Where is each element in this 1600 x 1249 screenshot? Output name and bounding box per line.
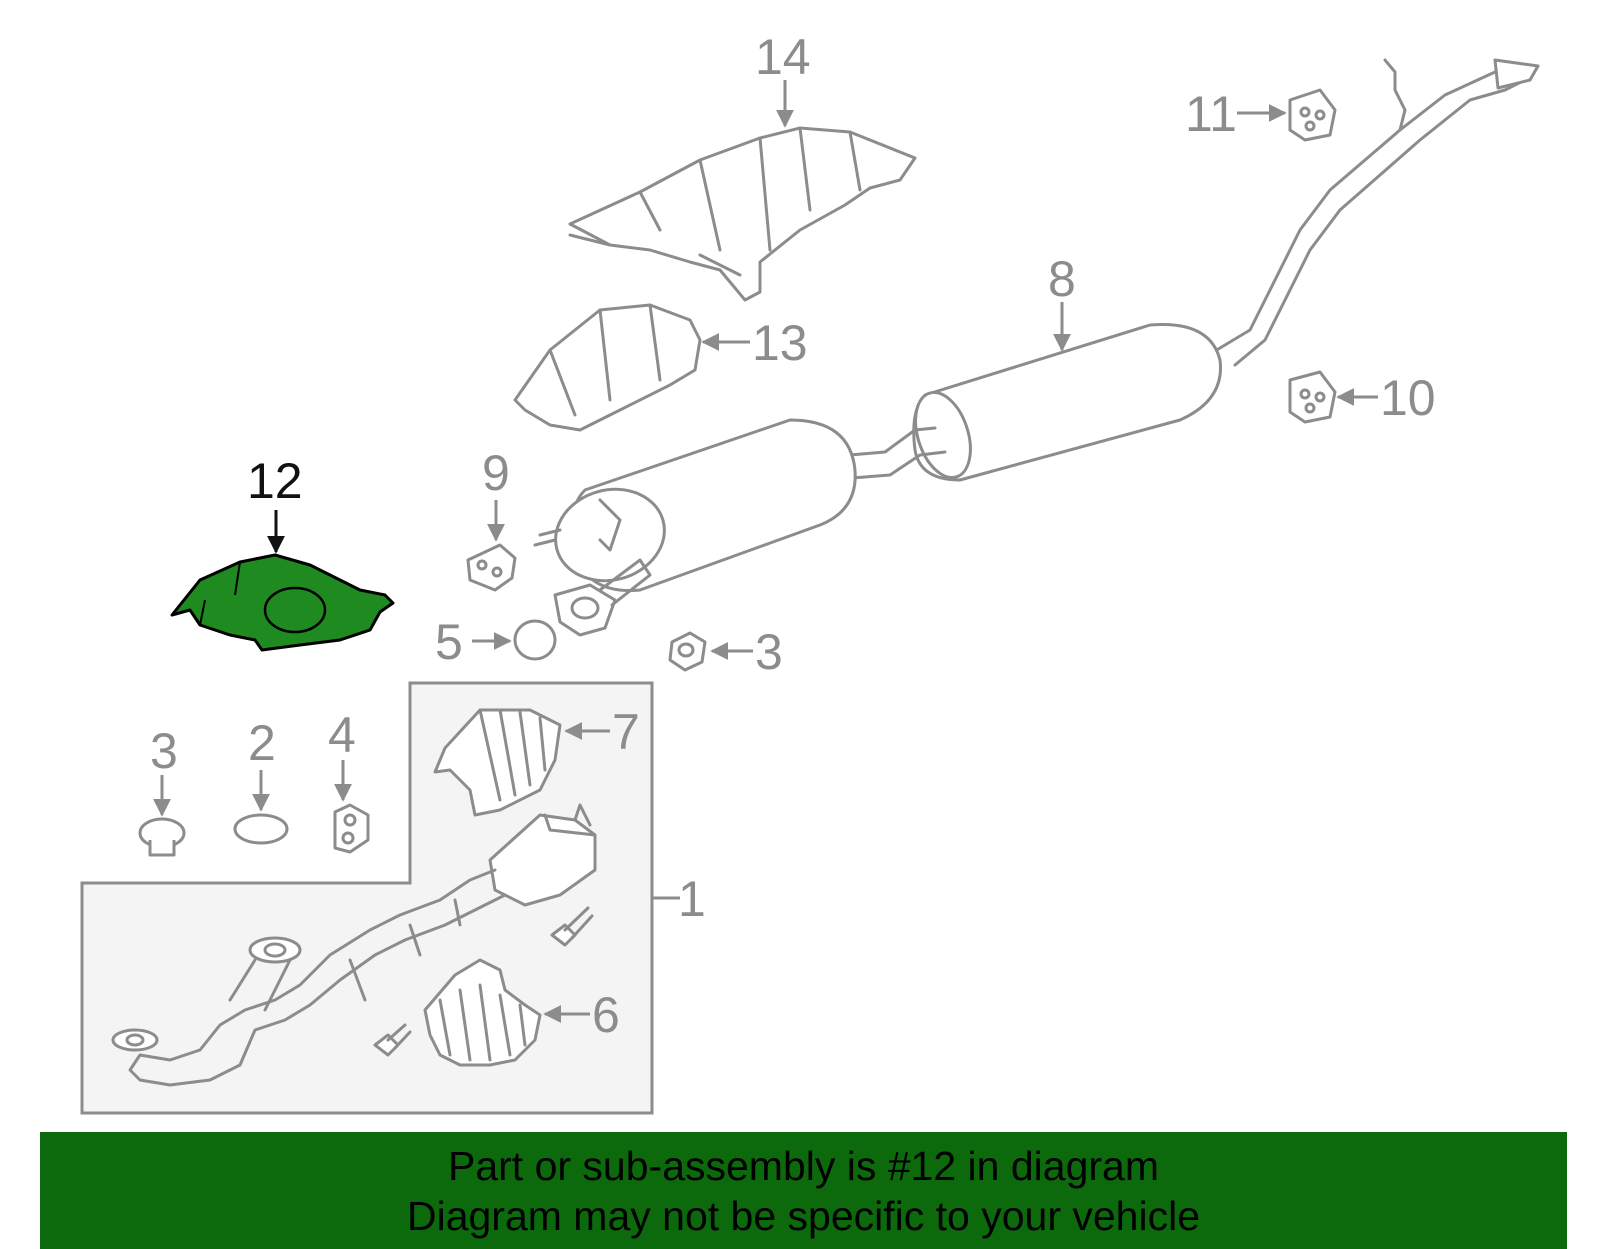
part-3-flange-nut-left[interactable] [138,817,186,857]
callout-1-label: 1 [678,871,706,927]
part-7-converter-shield[interactable] [433,708,562,817]
callout-3b-label: 3 [755,624,783,680]
callout-8-label: 8 [1048,251,1076,307]
part-9-bracket[interactable] [466,543,517,592]
part-11-rubber-hanger[interactable] [1288,88,1337,142]
callout-12-label: 12 [247,453,303,509]
notice-banner: Part or sub-assembly is #12 in diagram D… [40,1132,1567,1249]
callout-11-label: 11 [1185,86,1237,142]
part-6-converter-shield-lower[interactable] [423,958,542,1067]
banner-line-2: Diagram may not be specific to your vehi… [406,1192,1200,1239]
callout-9-label: 9 [482,445,510,501]
callout-6-label: 6 [592,987,620,1043]
callout-2-label: 2 [248,715,276,771]
part-8-exhaust-pipe-muffler[interactable] [533,58,1540,637]
part-10-rubber-hanger[interactable] [1288,370,1337,424]
part-12-heat-shield-highlighted[interactable] [170,553,395,652]
callout-13-label: 13 [752,315,808,371]
callout-3a-label: 3 [150,723,178,779]
part-4-gasket[interactable] [333,803,370,854]
part-13-heat-shield[interactable] [513,303,702,432]
part-14-heat-shield[interactable] [568,126,917,302]
callout-4-label: 4 [328,707,356,763]
part-3-flange-nut-right[interactable] [668,631,707,672]
callout-5-label: 5 [435,614,463,670]
part-1-front-pipe-converter-assembly[interactable] [111,803,597,1087]
callout-7-label: 7 [612,704,640,760]
callout-14-label: 14 [755,29,811,85]
part-5-gasket-ring[interactable] [513,619,557,661]
callout-10-label: 10 [1380,370,1436,426]
banner-line-1: Part or sub-assembly is #12 in diagram [448,1142,1159,1189]
part-2-gasket[interactable] [233,813,289,845]
